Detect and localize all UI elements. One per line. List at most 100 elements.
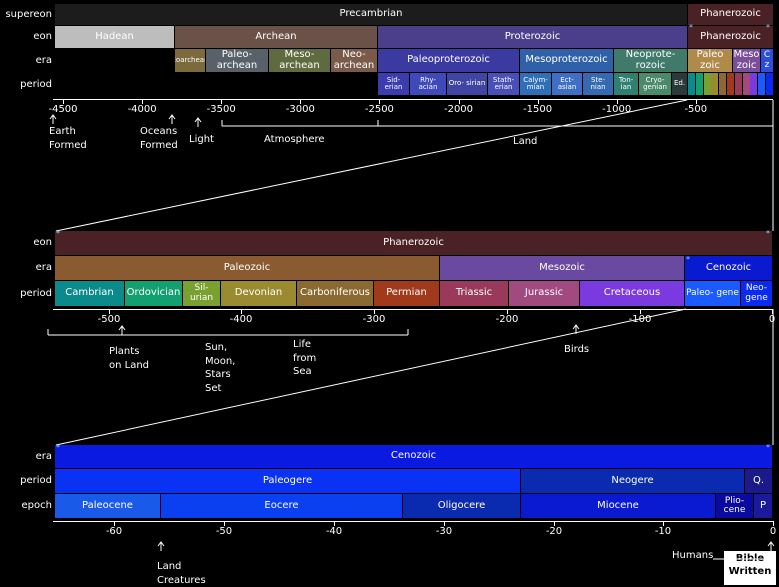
arrow-oceans-head [168, 114, 176, 120]
period-p1-4: Calym- mian [520, 73, 552, 95]
tick-p3-5 [663, 521, 664, 526]
row-label-p3-0: era [35, 451, 52, 462]
tick-p2-3-label: -200 [495, 314, 519, 325]
tick-p3-2-label: -40 [325, 526, 343, 537]
row-label-p2-0: eon [33, 237, 52, 248]
corner-star-2: * [56, 229, 60, 238]
tick-p3-4 [554, 521, 555, 526]
eon-mesozoic-short: Meso zoic [733, 49, 761, 72]
axis-p2 [53, 309, 773, 310]
tick-p1-6-label: -1500 [523, 104, 553, 115]
period-p1-5: Ect- asian [552, 73, 583, 95]
period-p2-2: Sil- urian [183, 281, 221, 306]
era-neoarchean: Neo- archean [331, 49, 378, 72]
epoch-0: Paleocene [55, 494, 161, 518]
tick-p1-7-label: -1000 [602, 104, 632, 115]
arrow-plants-tip-head [118, 325, 126, 331]
corner-star-1: * [766, 23, 770, 32]
period-p2-5: Permian [374, 281, 440, 306]
period-p2-8: Cretaceous [580, 281, 685, 306]
period-mini-2 [703, 73, 712, 95]
row-label-p2-1: era [35, 262, 52, 273]
period-p2-10: Neo- gene [741, 281, 773, 306]
epoch-1: Eocere [161, 494, 403, 518]
row-label-p2-2: period [20, 288, 52, 299]
axis-p1 [53, 99, 773, 100]
tick-p1-4 [379, 99, 381, 104]
tick-p2-4-label: -100 [628, 314, 652, 325]
tick-p3-1-label: -50 [215, 526, 233, 537]
period-paleogere: Paleogere [55, 469, 521, 493]
era-cenozoic-p3: Cenozoic [55, 445, 773, 468]
period-mini-1 [695, 73, 704, 95]
tick-p3-4-label: -20 [545, 526, 563, 537]
event-land-creatures: Land Creatures [157, 561, 206, 586]
event-sun-moon-stars: Sun, Moon, Stars Set [205, 342, 236, 394]
epoch-2: Oligocere [403, 494, 521, 518]
era-mesozoic: Mesozoic [440, 256, 685, 280]
event-light: Light [189, 134, 214, 145]
eon-phanerozoic-p1: Phanerozoic [688, 26, 774, 48]
corner-star-0: * [689, 23, 693, 32]
era-cenozoic: Cenozoic [685, 256, 773, 280]
period-p1-6: Ste- nian [583, 73, 614, 95]
event-earth-formed: Earth Formed [49, 126, 87, 151]
tick-p2-1-label: -400 [229, 314, 253, 325]
row-label-p3-1: period [20, 475, 52, 486]
period-p1-2: Oro- sirian [447, 73, 488, 95]
period-mini-9 [758, 73, 767, 95]
period-quaternary: Q. [745, 469, 773, 493]
epoch-5: P [754, 494, 773, 518]
tick-p2-5-label: 0 [768, 314, 776, 325]
tick-p3-3 [444, 521, 445, 526]
event-birds: Birds [564, 344, 590, 355]
supereon-phanerozoic: Phanerozoic [688, 4, 774, 25]
eon-cenozoic-short: C z [761, 49, 774, 72]
era-paleozoic: Paleozoic [55, 256, 440, 280]
tick-p3-2 [334, 521, 335, 526]
tick-p1-5-label: -2000 [443, 104, 474, 115]
period-mini-6 [734, 73, 743, 95]
era-eoarchean: Eoarchean [175, 49, 206, 72]
arrow-light-head [194, 117, 202, 123]
period-p2-3: Devonian [221, 281, 297, 306]
zoom-line-1a [55, 99, 688, 232]
zoom-line-2a [55, 308, 687, 446]
row-label-p1-3: period [20, 79, 52, 90]
tick-p1-3 [300, 99, 302, 104]
tick-p3-1 [224, 521, 225, 526]
period-mini-10 [766, 73, 774, 95]
period-p2-1: Ordovician [125, 281, 183, 306]
tick-p1-0 [63, 99, 64, 104]
period-mini-7 [742, 73, 751, 95]
era-paleoproterozoic: Paleoproterozoic [378, 49, 520, 72]
tick-p1-2-label: -3500 [206, 104, 236, 115]
tick-p1-7 [616, 99, 618, 104]
period-p1-8: Cryo- genian [639, 73, 672, 95]
tick-p2-2 [374, 309, 375, 314]
period-p2-6: Triassic [440, 281, 509, 306]
event-plants-on-land: Plants on Land [109, 346, 150, 371]
row-label-p3-2: epoch [21, 500, 52, 511]
supereon-precambrian: Precambrian [55, 4, 688, 25]
period-mini-4 [719, 73, 728, 95]
eon-phanerozoic: Phanerozoic [55, 231, 773, 255]
era-paleoarchean: Paleo- archean [206, 49, 269, 72]
tick-p3-3-label: -30 [435, 526, 453, 537]
arrow-humans-head [767, 541, 775, 547]
tick-p2-0 [109, 309, 110, 314]
era-mesoarchean: Meso- archean [269, 49, 331, 72]
era-neoproterozoic: Neoprote- rozoic [614, 49, 688, 72]
tick-p3-0 [114, 521, 115, 526]
tick-p1-5 [458, 99, 460, 104]
period-p1-7: Ton- ian [614, 73, 639, 95]
arrow-land-creatures-head [157, 541, 165, 547]
period-p1-0: Sid- erian [378, 73, 410, 95]
tick-p2-0-label: -500 [97, 314, 121, 325]
period-p1-9: Ed. [672, 73, 688, 95]
corner-star-3: * [766, 229, 770, 238]
tick-p2-4 [640, 309, 641, 314]
arrow-birds-head [572, 324, 580, 330]
